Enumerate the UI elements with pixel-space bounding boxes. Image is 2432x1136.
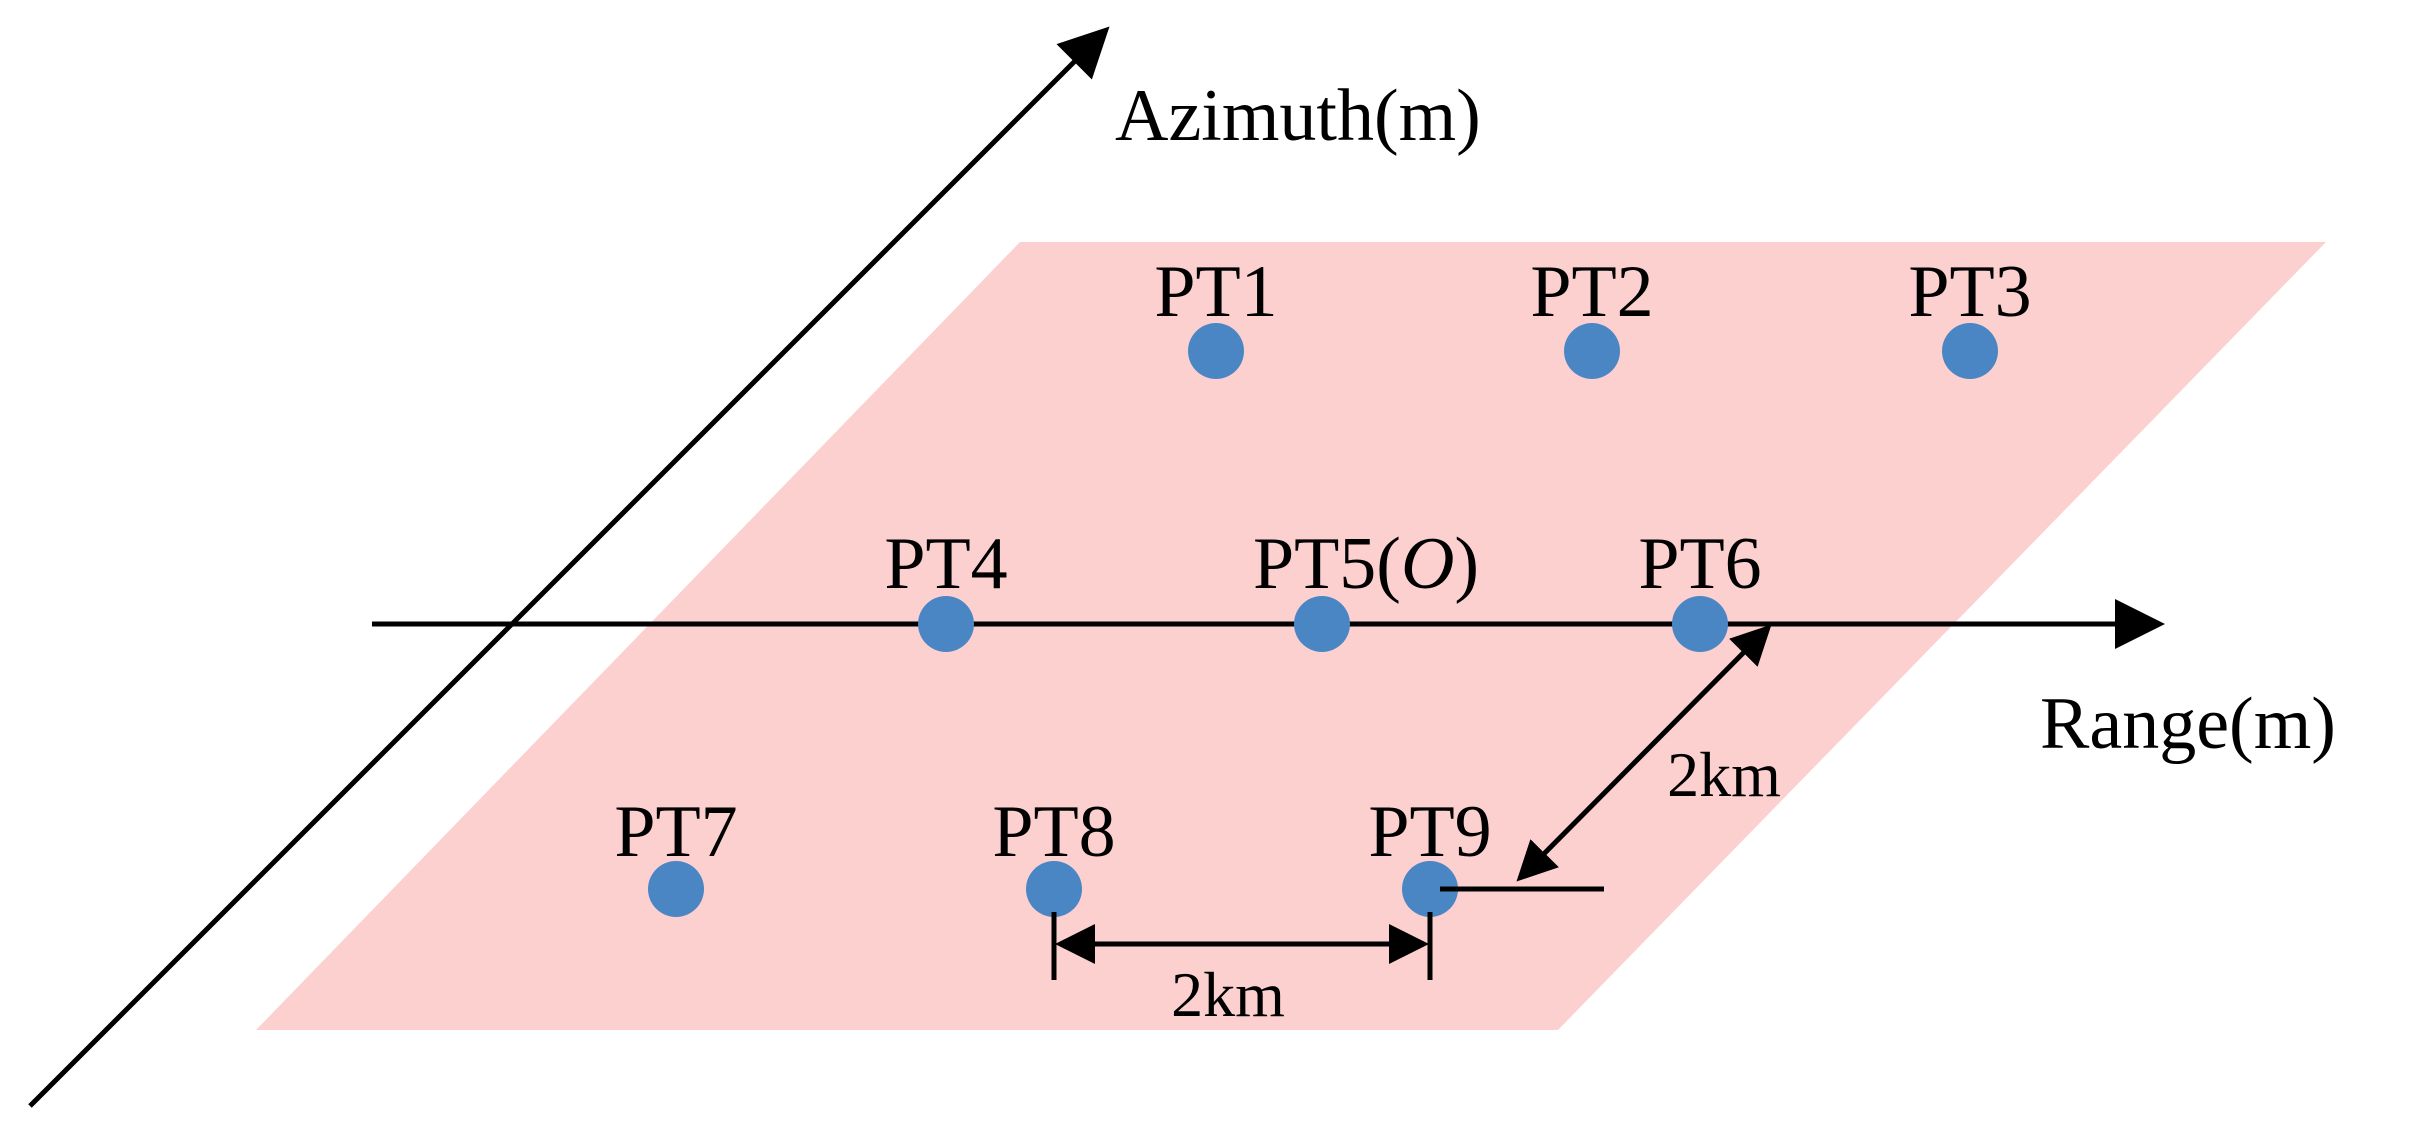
point-marker — [1942, 323, 1998, 379]
point-marker — [1564, 323, 1620, 379]
point-pt4: PT4 — [884, 523, 1008, 652]
range-spacing-dimension: 2km — [1051, 912, 1433, 1030]
point-label: PT5(O) — [1253, 523, 1479, 605]
point-label: PT3 — [1908, 251, 2031, 333]
azimuth-spacing-dimension: 2km — [1440, 624, 1781, 892]
point-pt3: PT3 — [1908, 251, 2032, 379]
point-marker — [918, 596, 974, 652]
point-marker — [1402, 861, 1458, 917]
point-pt1: PT1 — [1154, 251, 1278, 379]
azimuth-axis — [28, 26, 1110, 1108]
azimuth-spacing-label: 2km — [1667, 739, 1781, 810]
dimension-arrow — [1516, 624, 1772, 882]
point-pt5-origin: PT5(O) — [1253, 523, 1479, 652]
origin-symbol: O — [1401, 523, 1454, 605]
point-label: PT1 — [1154, 251, 1277, 333]
point-marker — [1188, 323, 1244, 379]
point-label: PT4 — [884, 523, 1007, 605]
ground-plane — [256, 242, 2326, 1030]
point-marker — [1026, 861, 1082, 917]
point-pt2: PT2 — [1530, 251, 1654, 379]
point-pt8: PT8 — [992, 791, 1116, 917]
point-marker — [648, 861, 704, 917]
point-pt9: PT9 — [1368, 791, 1492, 917]
point-label-close: ) — [1454, 523, 1479, 605]
azimuth-axis-label: Azimuth(m) — [1115, 75, 1481, 157]
point-label-main: PT5( — [1253, 523, 1401, 605]
point-label: PT8 — [992, 791, 1115, 873]
range-axis-label: Range(m) — [2040, 683, 2336, 765]
point-marker — [1294, 596, 1350, 652]
point-label: PT9 — [1368, 791, 1491, 873]
point-label: PT6 — [1638, 523, 1761, 605]
range-spacing-label: 2km — [1171, 959, 1285, 1030]
point-label: PT7 — [614, 791, 737, 873]
point-label: PT2 — [1530, 251, 1653, 333]
point-pt7: PT7 — [614, 791, 738, 917]
